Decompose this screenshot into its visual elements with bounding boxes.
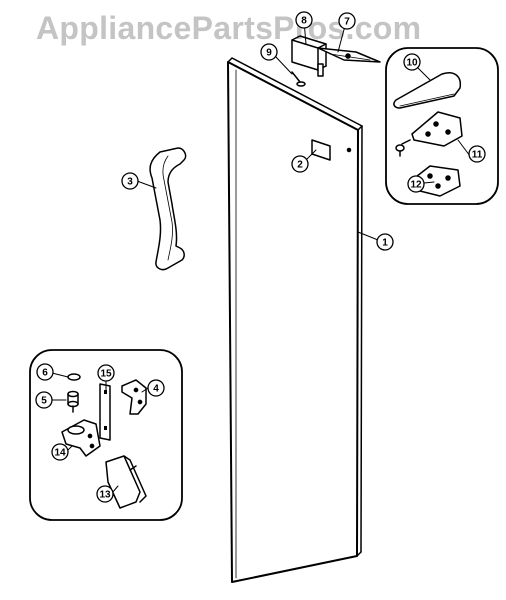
- callout-1: 1: [376, 233, 394, 251]
- svg-text:15: 15: [100, 369, 112, 380]
- callout-13: 13: [96, 485, 114, 503]
- hinge-cover: [393, 72, 462, 109]
- svg-text:3: 3: [127, 177, 133, 188]
- svg-text:8: 8: [301, 16, 307, 27]
- lower-hinge-inset: [29, 349, 183, 521]
- bottom-hinge-bracket: [121, 379, 147, 415]
- svg-text:11: 11: [472, 150, 483, 161]
- svg-text:2: 2: [297, 160, 303, 171]
- rating-label: [311, 139, 331, 161]
- svg-text:14: 14: [54, 448, 66, 459]
- callout-8: 8: [295, 11, 313, 29]
- callout-12: 12: [407, 175, 425, 193]
- callout-2: 2: [291, 155, 309, 173]
- door-panel: [227, 57, 363, 583]
- svg-text:1: 1: [382, 238, 388, 249]
- svg-text:5: 5: [41, 396, 47, 407]
- callout-9: 9: [260, 43, 278, 61]
- svg-text:7: 7: [344, 17, 350, 28]
- hinge-plate: [99, 383, 111, 441]
- callout-10: 10: [403, 53, 421, 71]
- callout-15: 15: [97, 364, 115, 382]
- hinge-cover-strip: [317, 47, 381, 63]
- upper-hinge: [395, 111, 463, 157]
- lower-hinge: [61, 419, 101, 457]
- svg-text:6: 6: [42, 368, 48, 379]
- callout-4: 4: [147, 379, 165, 397]
- upper-hinge-inset: [385, 47, 499, 205]
- callout-7: 7: [338, 12, 356, 30]
- svg-text:13: 13: [99, 490, 111, 501]
- svg-text:10: 10: [406, 58, 418, 69]
- hinge-pin: [67, 390, 79, 413]
- callout-3: 3: [121, 172, 139, 190]
- top-hinge-bracket: [291, 35, 327, 77]
- svg-text:4: 4: [153, 384, 159, 395]
- callout-14: 14: [51, 443, 69, 461]
- svg-text:12: 12: [410, 180, 422, 191]
- callout-6: 6: [36, 363, 54, 381]
- hinge-housing: [105, 455, 147, 509]
- site-watermark: AppliancePartsPros.com: [36, 10, 422, 46]
- screw: [291, 71, 306, 87]
- svg-text:9: 9: [266, 48, 272, 59]
- callout-11: 11: [468, 145, 486, 163]
- callout-5: 5: [35, 391, 53, 409]
- washer: [67, 373, 81, 381]
- door-handle: [149, 147, 187, 271]
